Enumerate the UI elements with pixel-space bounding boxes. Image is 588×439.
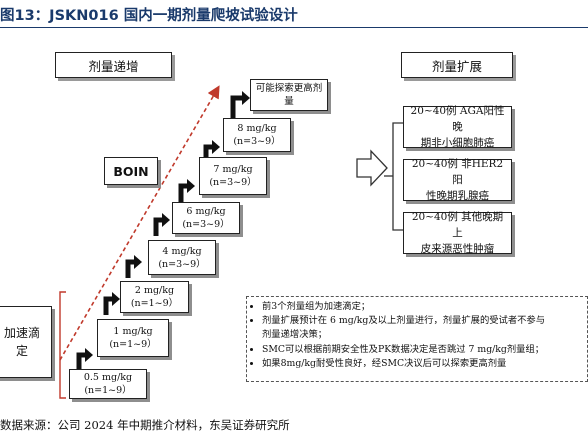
cohort-size: (n=1~9）	[84, 385, 132, 396]
dose-step-8: 8 mg/kg (n=3~9）	[223, 118, 291, 152]
note-item: 剂量递增决策；	[262, 329, 328, 341]
dose-step-7: 7 mg/kg (n=3~9）	[199, 157, 267, 195]
cohort-line-2: 性晚期乳腺癌	[426, 190, 489, 202]
accelerated-titration-box: 加速滴 定	[0, 306, 52, 378]
expansion-cohort-nsclc: 20~40例 AGA阳性晚 期非小细胞肺癌	[403, 105, 512, 149]
dose-step-6: 6 mg/kg (n=3~9）	[172, 202, 240, 234]
header-dose-escalation: 剂量递增	[55, 52, 172, 78]
title-rule	[0, 27, 588, 28]
cohort-size: (n=3~9）	[209, 177, 257, 188]
figure-title: 图13：JSKN016 国内一期剂量爬坡试验设计	[0, 8, 298, 24]
cohort-line-1: 20~40例 其他晚期上	[411, 211, 504, 239]
expansion-arrow	[356, 149, 388, 187]
notes-box: 前3个剂量组为加速滴定； 剂量扩展预计在 6 mg/kg及以上剂量进行，剂量扩展…	[246, 296, 588, 382]
dose-step-1: 1 mg/kg (n=1~9）	[97, 319, 169, 357]
cohort-size: (n=3~9）	[158, 258, 206, 270]
accelerated-bracket	[59, 291, 66, 399]
dose-step-2: 2 mg/kg (n=1~9）	[120, 281, 189, 313]
cohort-size: (n=1~9）	[109, 339, 157, 350]
cohort-line-1: 20~40例 AGA阳性晚	[410, 105, 505, 133]
note-item: 前3个剂量组为加速滴定；	[262, 300, 583, 314]
boin-label: BOIN	[104, 157, 158, 185]
dose-step-0-5: 0.5 mg/kg (n=1~9）	[69, 369, 147, 399]
expansion-cohort-breast: 20~40例 非HER2阳 性晚期乳腺癌	[403, 158, 512, 202]
step-arrowheads	[85, 91, 250, 362]
dose-label: 2 mg/kg	[134, 285, 175, 296]
source-note: 数据来源：公司 2024 年中期推介材料，东吴证券研究所	[0, 418, 290, 432]
dose-label: 7 mg/kg	[213, 164, 253, 175]
cohort-line-1: 20~40例 非HER2阳	[411, 158, 504, 186]
dose-step-4: 4 mg/kg (n=3~9）	[148, 240, 216, 275]
dose-label: 0.5 mg/kg	[83, 372, 133, 383]
cohort-line-2: 期非小细胞肺癌	[420, 137, 495, 149]
expansion-cohort-epithelial: 20~40例 其他晚期上 皮来源恶性肿瘤	[403, 211, 512, 255]
higher-dose-line-2: 量	[284, 96, 294, 107]
accelerated-line-2: 定	[15, 344, 28, 358]
dose-step-higher: 可能探索更高剂 量	[250, 79, 328, 111]
higher-dose-line-1: 可能探索更高剂	[255, 83, 323, 94]
note-item: SMC可以根据前期安全性及PK数据决定是否跳过 7 mg/kg剂量组；	[262, 343, 583, 357]
dose-label: 6 mg/kg	[186, 206, 226, 217]
cohort-size: (n=3~9）	[233, 136, 281, 147]
cohort-line-2: 皮来源恶性肿瘤	[420, 243, 495, 255]
header-dose-expansion: 剂量扩展	[401, 52, 513, 78]
dose-label: 4 mg/kg	[162, 245, 202, 257]
step-arrows	[76, 95, 243, 370]
cohort-size: (n=1~9）	[130, 298, 179, 309]
escalation-trend-arrow	[59, 85, 220, 361]
accelerated-line-1: 加速滴	[3, 326, 40, 340]
dose-label: 1 mg/kg	[113, 326, 153, 337]
cohort-size: (n=3~9）	[182, 219, 230, 230]
note-item: 剂量扩展预计在 6 mg/kg及以上剂量进行，剂量扩展的受试者不参与	[262, 314, 583, 328]
dose-label: 8 mg/kg	[237, 123, 277, 134]
note-item: 如果8mg/kg耐受性良好，经SMC决议后可以探索更高剂量	[262, 357, 583, 371]
